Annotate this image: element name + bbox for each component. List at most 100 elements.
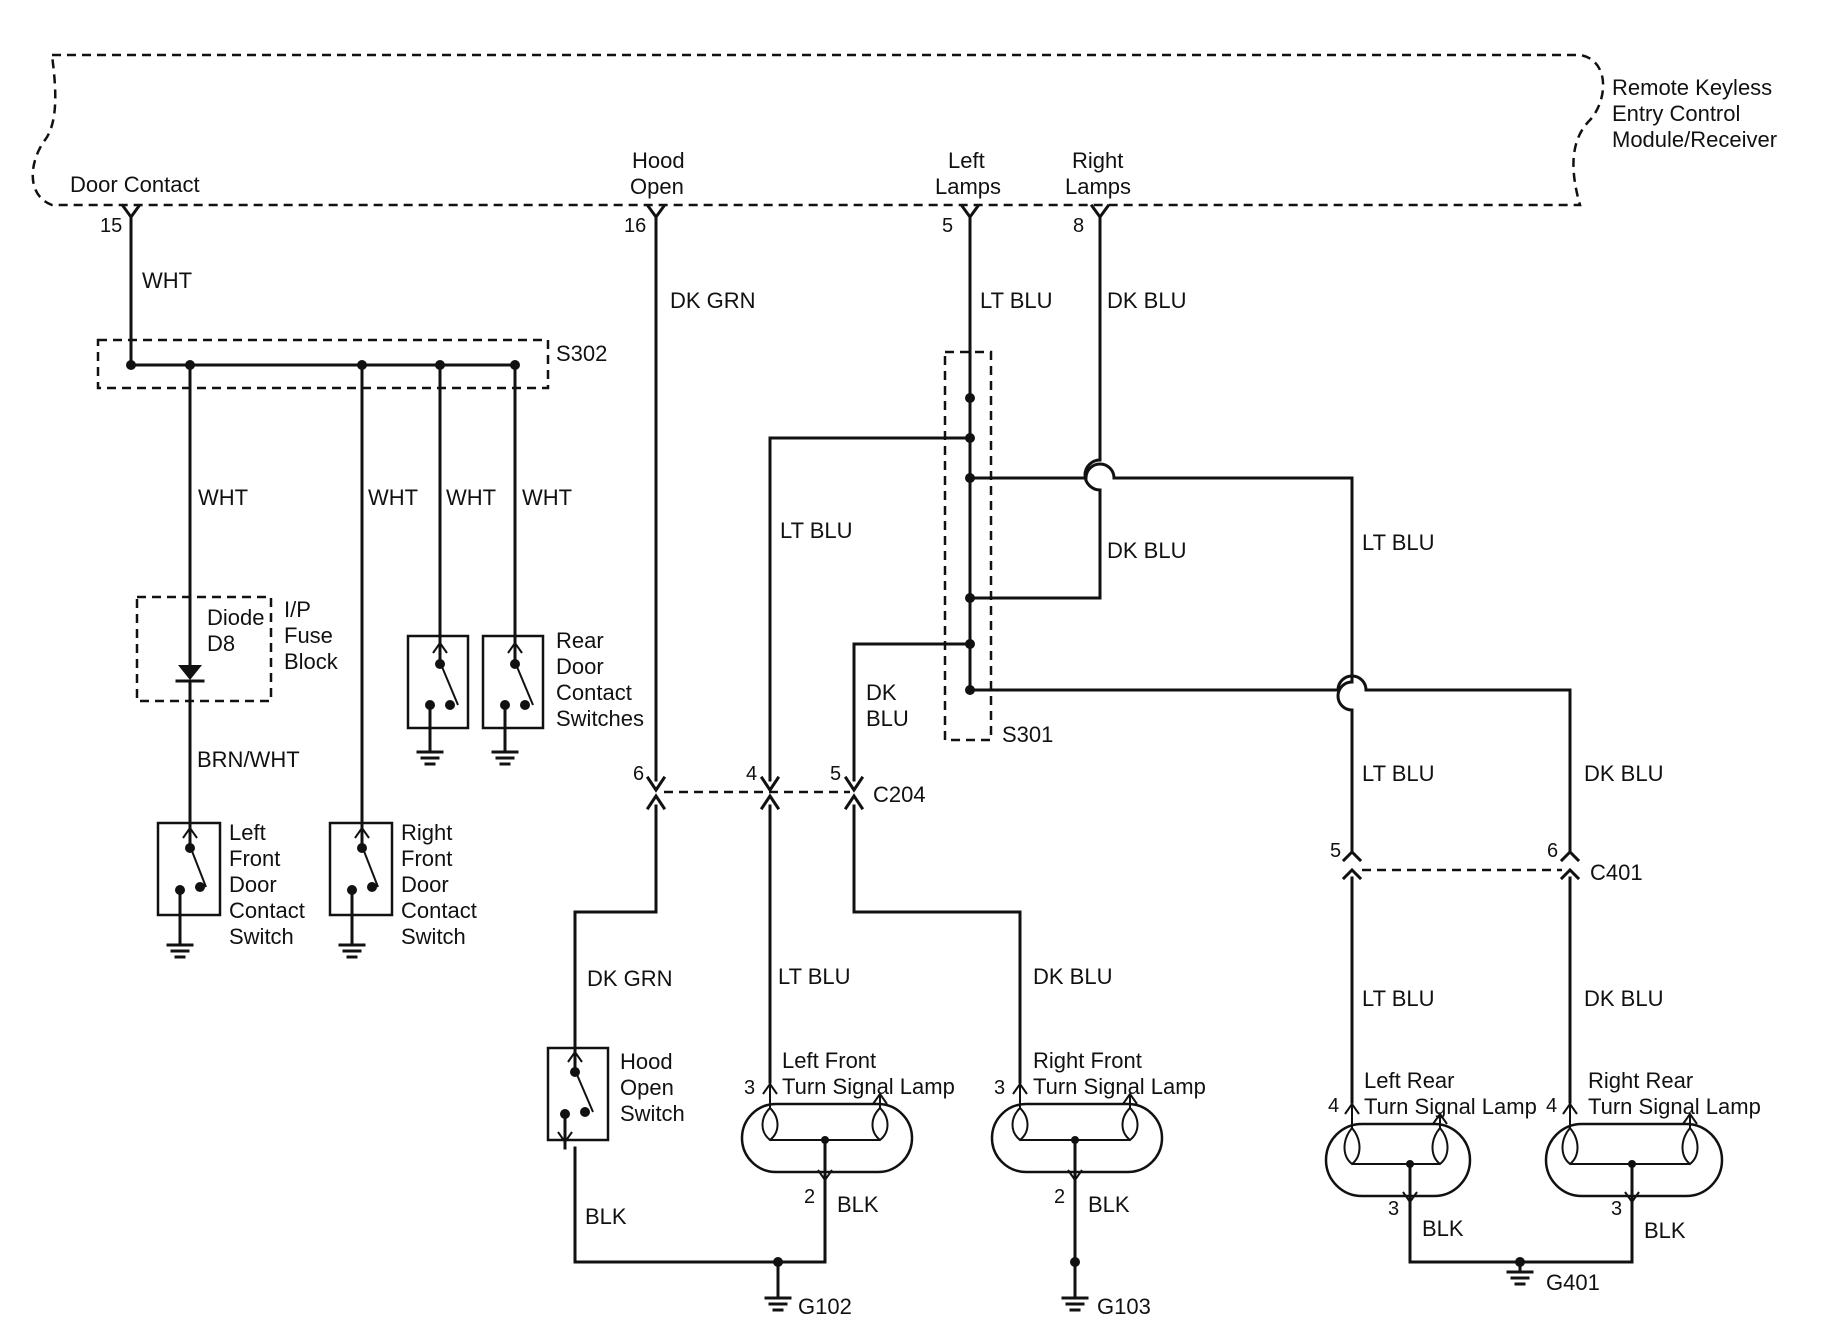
- hood-switch-icon: [546, 1036, 610, 1150]
- dk-blu-main-label: DK BLU: [1107, 288, 1186, 313]
- pin-16-label: 16: [624, 215, 646, 237]
- rf-switch-label-5: Switch: [401, 924, 466, 949]
- s302-label: S302: [556, 341, 607, 366]
- hood-open-terminal-label-2: Open: [630, 174, 684, 199]
- dk-grn-upper-label: DK GRN: [670, 288, 756, 313]
- lt-blu-left-branch-label: LT BLU: [780, 518, 853, 543]
- rf-switch-label-4: Contact: [401, 898, 477, 923]
- dk-blu-to-c401-wire: [968, 674, 1572, 852]
- lf-door-switch-icon: [156, 813, 222, 959]
- g401-label: G401: [1546, 1270, 1600, 1295]
- lr-turn-lamp-icon: [1324, 1102, 1472, 1204]
- rke-module: Remote Keyless Entry Control Module/Rece…: [31, 53, 1777, 207]
- rr-lamp-pin-4: 4: [1546, 1095, 1557, 1117]
- lr-lamp-label-1: Left Rear: [1364, 1068, 1455, 1093]
- rear-switches-label-1: Rear: [556, 628, 604, 653]
- dk-blu-short-wire: [852, 642, 972, 782]
- g102-node: [773, 1257, 783, 1267]
- diode-label-1: Diode: [207, 605, 264, 630]
- blk-hood-label: BLK: [585, 1204, 627, 1229]
- rf-lamp-label-1: Right Front: [1033, 1048, 1142, 1073]
- rear-ground-1-icon: [416, 750, 444, 766]
- wht-lf-label: WHT: [198, 485, 248, 510]
- ip-fuse-label-2: Fuse: [284, 623, 333, 648]
- s301-node-4: [965, 593, 975, 603]
- rf-door-switch-icon: [328, 813, 394, 959]
- rf-switch-label-1: Right: [401, 820, 452, 845]
- lr-lamp-label-2: Turn Signal Lamp: [1364, 1094, 1537, 1119]
- hood-switch-label-2: Open: [620, 1075, 674, 1100]
- wht-main-label: WHT: [142, 268, 192, 293]
- c401-label: C401: [1590, 860, 1643, 885]
- s302-splice-box: [96, 338, 550, 390]
- lt-blu-right-long-label: LT BLU: [1362, 530, 1435, 555]
- dk-blu-mid-label: DK BLU: [1107, 538, 1186, 563]
- lf-lamp-label-2: Turn Signal Lamp: [782, 1074, 955, 1099]
- g102-label: G102: [798, 1294, 852, 1319]
- c204-pin-5: 5: [830, 763, 841, 785]
- s301-node-1: [965, 393, 975, 403]
- turn-signal-circuits: LT BLU DK BLU DK BLU S301 LT BLU LT BLU …: [768, 215, 1663, 1104]
- s301-label: S301: [1002, 722, 1053, 747]
- module-outline: [31, 53, 1605, 207]
- c204-pin-6: 6: [633, 763, 644, 785]
- door-contact-circuit: WHT S302 WHT Diode D8 I/P Fuse Block BRN…: [96, 215, 607, 817]
- pin-5-label: 5: [942, 215, 953, 237]
- brn-wht-label: BRN/WHT: [197, 747, 300, 772]
- pin-8-connector-icon: [1089, 203, 1111, 220]
- hood-switch-label-3: Switch: [620, 1101, 685, 1126]
- blk-rr-label: BLK: [1644, 1218, 1686, 1243]
- left-lamps-terminal-label-1: Left: [948, 148, 985, 173]
- dk-blu-rr-label: DK BLU: [1584, 986, 1663, 1011]
- lf-lamp-label-1: Left Front: [782, 1048, 876, 1073]
- module-terminals: 15 16 5 8: [100, 203, 1111, 237]
- hood-open-circuit: DK GRN DK GRN Hood Open Switch BLK: [546, 215, 780, 1264]
- lt-blu-right-long-wire: [968, 462, 1354, 852]
- module-name-line3: Module/Receiver: [1612, 127, 1777, 152]
- wht-rear2-label: WHT: [522, 485, 572, 510]
- rf-lamp-pin-2: 2: [1054, 1186, 1065, 1208]
- rf-switch-label-2: Front: [401, 846, 452, 871]
- right-lamps-terminal-label-2: Lamps: [1065, 174, 1131, 199]
- ip-fuse-block-box: [135, 595, 273, 703]
- dk-blu-short-label-1: DK: [866, 680, 897, 705]
- g103-label: G103: [1097, 1294, 1151, 1319]
- hood-open-terminal-label-1: Hood: [632, 148, 685, 173]
- rr-lamp-label-1: Right Rear: [1588, 1068, 1693, 1093]
- lr-lamp-pin-3: 3: [1388, 1198, 1399, 1220]
- lf-switch-label-2: Front: [229, 846, 280, 871]
- ip-fuse-label-1: I/P: [284, 597, 311, 622]
- rear-door-switch-2-icon: [481, 626, 545, 754]
- g103-ground-icon: [1061, 1296, 1089, 1312]
- g401-ground-icon: [1506, 1260, 1534, 1286]
- dk-blu-rf-label: DK BLU: [1033, 964, 1112, 989]
- dk-blu-main-wire: [968, 215, 1102, 600]
- rear-door-switch-1-icon: [406, 626, 470, 754]
- s301-splice-box: [943, 350, 993, 742]
- lt-blu-left-branch-wire: [768, 436, 972, 782]
- lf-switch-label-3: Door: [229, 872, 277, 897]
- module-name-line2: Entry Control: [1612, 101, 1740, 126]
- pin-15-connector-icon: [120, 203, 142, 220]
- dk-blu-rf-wire: [852, 804, 1022, 1084]
- ip-fuse-label-3: Block: [284, 649, 339, 674]
- rear-ground-2-icon: [491, 750, 519, 766]
- dk-blu-to-c401-label: DK BLU: [1584, 761, 1663, 786]
- pin-16-connector-icon: [645, 203, 667, 220]
- blk-lr-label: BLK: [1422, 1216, 1464, 1241]
- lt-blu-lf-label: LT BLU: [778, 964, 851, 989]
- diode-d8-icon: [175, 665, 205, 683]
- wht-rf-label: WHT: [368, 485, 418, 510]
- wht-rear1-label: WHT: [446, 485, 496, 510]
- door-contact-terminal-label: Door Contact: [70, 172, 200, 197]
- dk-grn-lower-label: DK GRN: [587, 966, 673, 991]
- rear-switches-label-3: Contact: [556, 680, 632, 705]
- c401-pin-5: 5: [1330, 840, 1341, 862]
- c204-connector: 6 4 5 C204: [633, 763, 926, 811]
- lf-turn-lamp-icon: [740, 1082, 914, 1182]
- right-lamps-terminal-label-1: Right: [1072, 148, 1123, 173]
- lf-switch-label-4: Contact: [229, 898, 305, 923]
- rf-lamp-label-2: Turn Signal Lamp: [1033, 1074, 1206, 1099]
- s302-node-1: [126, 360, 136, 370]
